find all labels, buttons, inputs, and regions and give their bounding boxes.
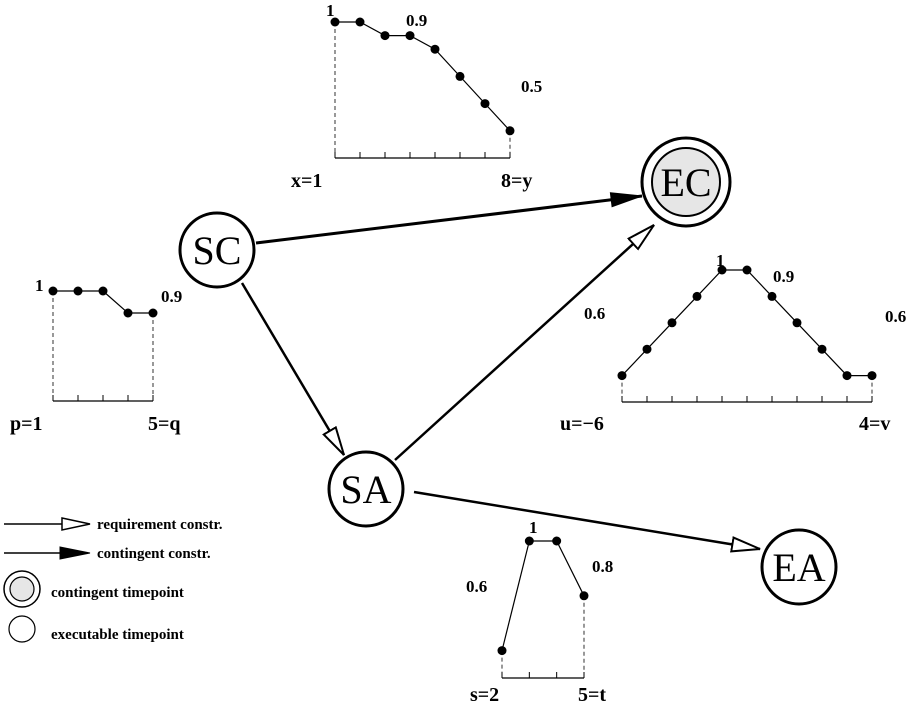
legend-contingent: contingent constr. [4, 546, 211, 562]
top-point [505, 126, 515, 136]
edge-sc-sa [240, 282, 346, 456]
top-point [405, 31, 415, 41]
top-point [455, 71, 465, 81]
left-point [148, 308, 158, 318]
right-point [692, 291, 702, 301]
preference-function-right [617, 265, 877, 403]
legend: requirement constr. contingent constr. c… [3, 517, 223, 643]
top-domain-left: x=1 [291, 170, 322, 192]
right-point [792, 318, 802, 328]
filled-arrow-icon [59, 546, 91, 560]
bottom-value-label-start: 0.6 [466, 577, 487, 596]
left-value-label-start: 1 [35, 276, 44, 295]
preference-function-bottom [497, 536, 589, 679]
bottom-curve [501, 540, 585, 651]
node-ea-label: EA [772, 545, 825, 590]
node-sa-label: SA [340, 467, 391, 512]
preference-function-left [48, 286, 158, 402]
left-domain-left: p=1 [10, 413, 43, 435]
legend-executable-tp-label: executable timepoint [51, 627, 184, 643]
bottom-value-label-peak: 1 [529, 518, 538, 537]
right-point [842, 371, 852, 381]
legend-requirement-label: requirement constr. [97, 517, 223, 533]
node-ea: EA [760, 528, 838, 606]
hollow-arrow-icon [61, 517, 91, 531]
legend-executable-timepoint: executable timepoint [8, 615, 184, 643]
bottom-domain-right: 5=t [578, 684, 606, 704]
circle-icon [8, 615, 36, 643]
top-point [380, 31, 390, 41]
top-point [355, 17, 365, 27]
node-sc: SC [178, 211, 256, 289]
node-ec: EC [640, 136, 732, 228]
bottom-point [524, 536, 534, 546]
preference-function-top [330, 17, 515, 159]
bottom-point [497, 646, 507, 656]
edge-sa-ea [413, 490, 761, 553]
left-point [98, 286, 108, 296]
top-point [480, 99, 490, 109]
left-point [123, 308, 133, 318]
right-curve [621, 269, 872, 377]
right-domain-left: u=−6 [560, 413, 604, 435]
left-value-label-end: 0.9 [161, 287, 182, 306]
legend-contingent-label: contingent constr. [97, 546, 211, 562]
right-point [767, 291, 777, 301]
left-point [73, 286, 83, 296]
right-value-label-start: 0.6 [584, 304, 605, 323]
right-point [617, 371, 627, 381]
bottom-point [552, 536, 562, 546]
legend-contingent-timepoint: contingent timepoint [3, 570, 184, 608]
node-sc-label: SC [193, 228, 242, 273]
bottom-point [579, 591, 589, 601]
right-domain-right: 4=v [859, 413, 890, 435]
top-domain-right: 8=y [501, 170, 532, 192]
right-value-label-end: 0.6 [885, 307, 906, 326]
bottom-domain-left: s=2 [470, 684, 499, 704]
top-point [330, 17, 340, 27]
top-value-label-start: 1 [326, 1, 335, 20]
legend-requirement: requirement constr. [4, 517, 223, 533]
right-point [867, 371, 877, 381]
right-point [817, 344, 827, 354]
bottom-value-label-end: 0.8 [592, 557, 613, 576]
left-point [48, 286, 58, 296]
top-point [430, 44, 440, 54]
legend-contingent-tp-label: contingent timepoint [51, 585, 184, 601]
left-domain-right: 5=q [148, 413, 181, 435]
right-value-label-mid: 0.9 [773, 267, 794, 286]
right-point [717, 265, 727, 275]
node-ec-label: EC [660, 160, 711, 205]
top-curve [335, 21, 511, 132]
right-point [642, 344, 652, 354]
right-point [742, 265, 752, 275]
edge-sc-ec [255, 192, 643, 245]
right-point [667, 318, 677, 328]
top-value-label-mid: 0.9 [406, 11, 427, 30]
top-value-label-end: 0.5 [521, 77, 542, 96]
edge-sa-ec [394, 224, 655, 461]
node-sa: SA [327, 450, 405, 528]
right-value-label-peak: 1 [716, 251, 725, 270]
